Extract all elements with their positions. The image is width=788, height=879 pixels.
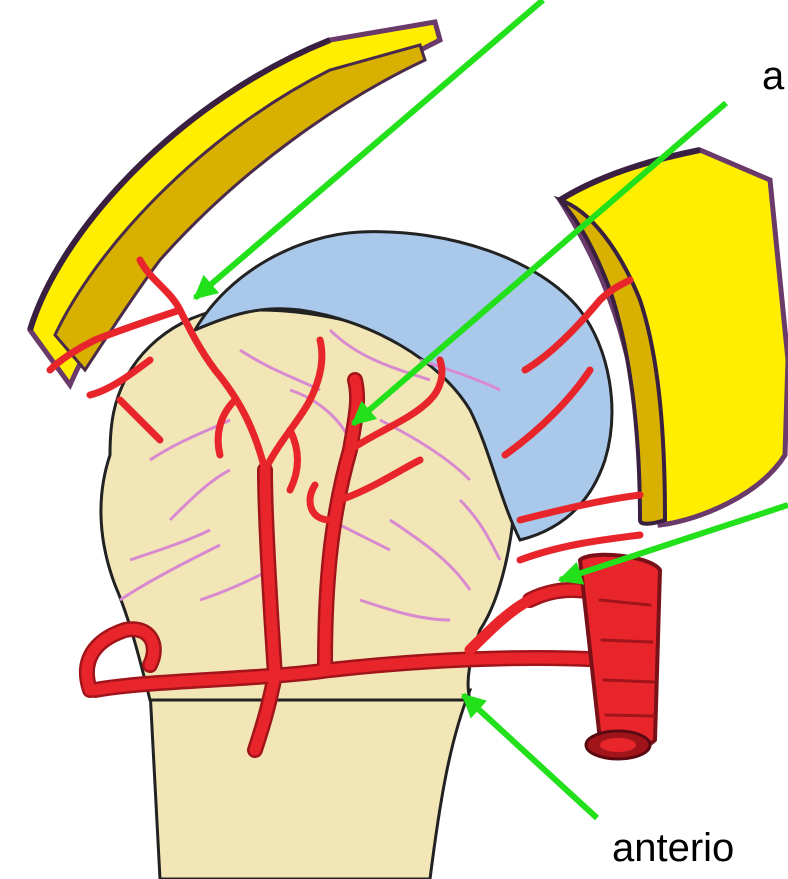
label-bottom-right: anterio <box>612 826 734 871</box>
label-top-right: a <box>762 54 784 99</box>
arrow-4 <box>463 695 597 818</box>
humerus-shaft <box>150 690 470 879</box>
anterior-vessel-segment <box>580 555 660 759</box>
